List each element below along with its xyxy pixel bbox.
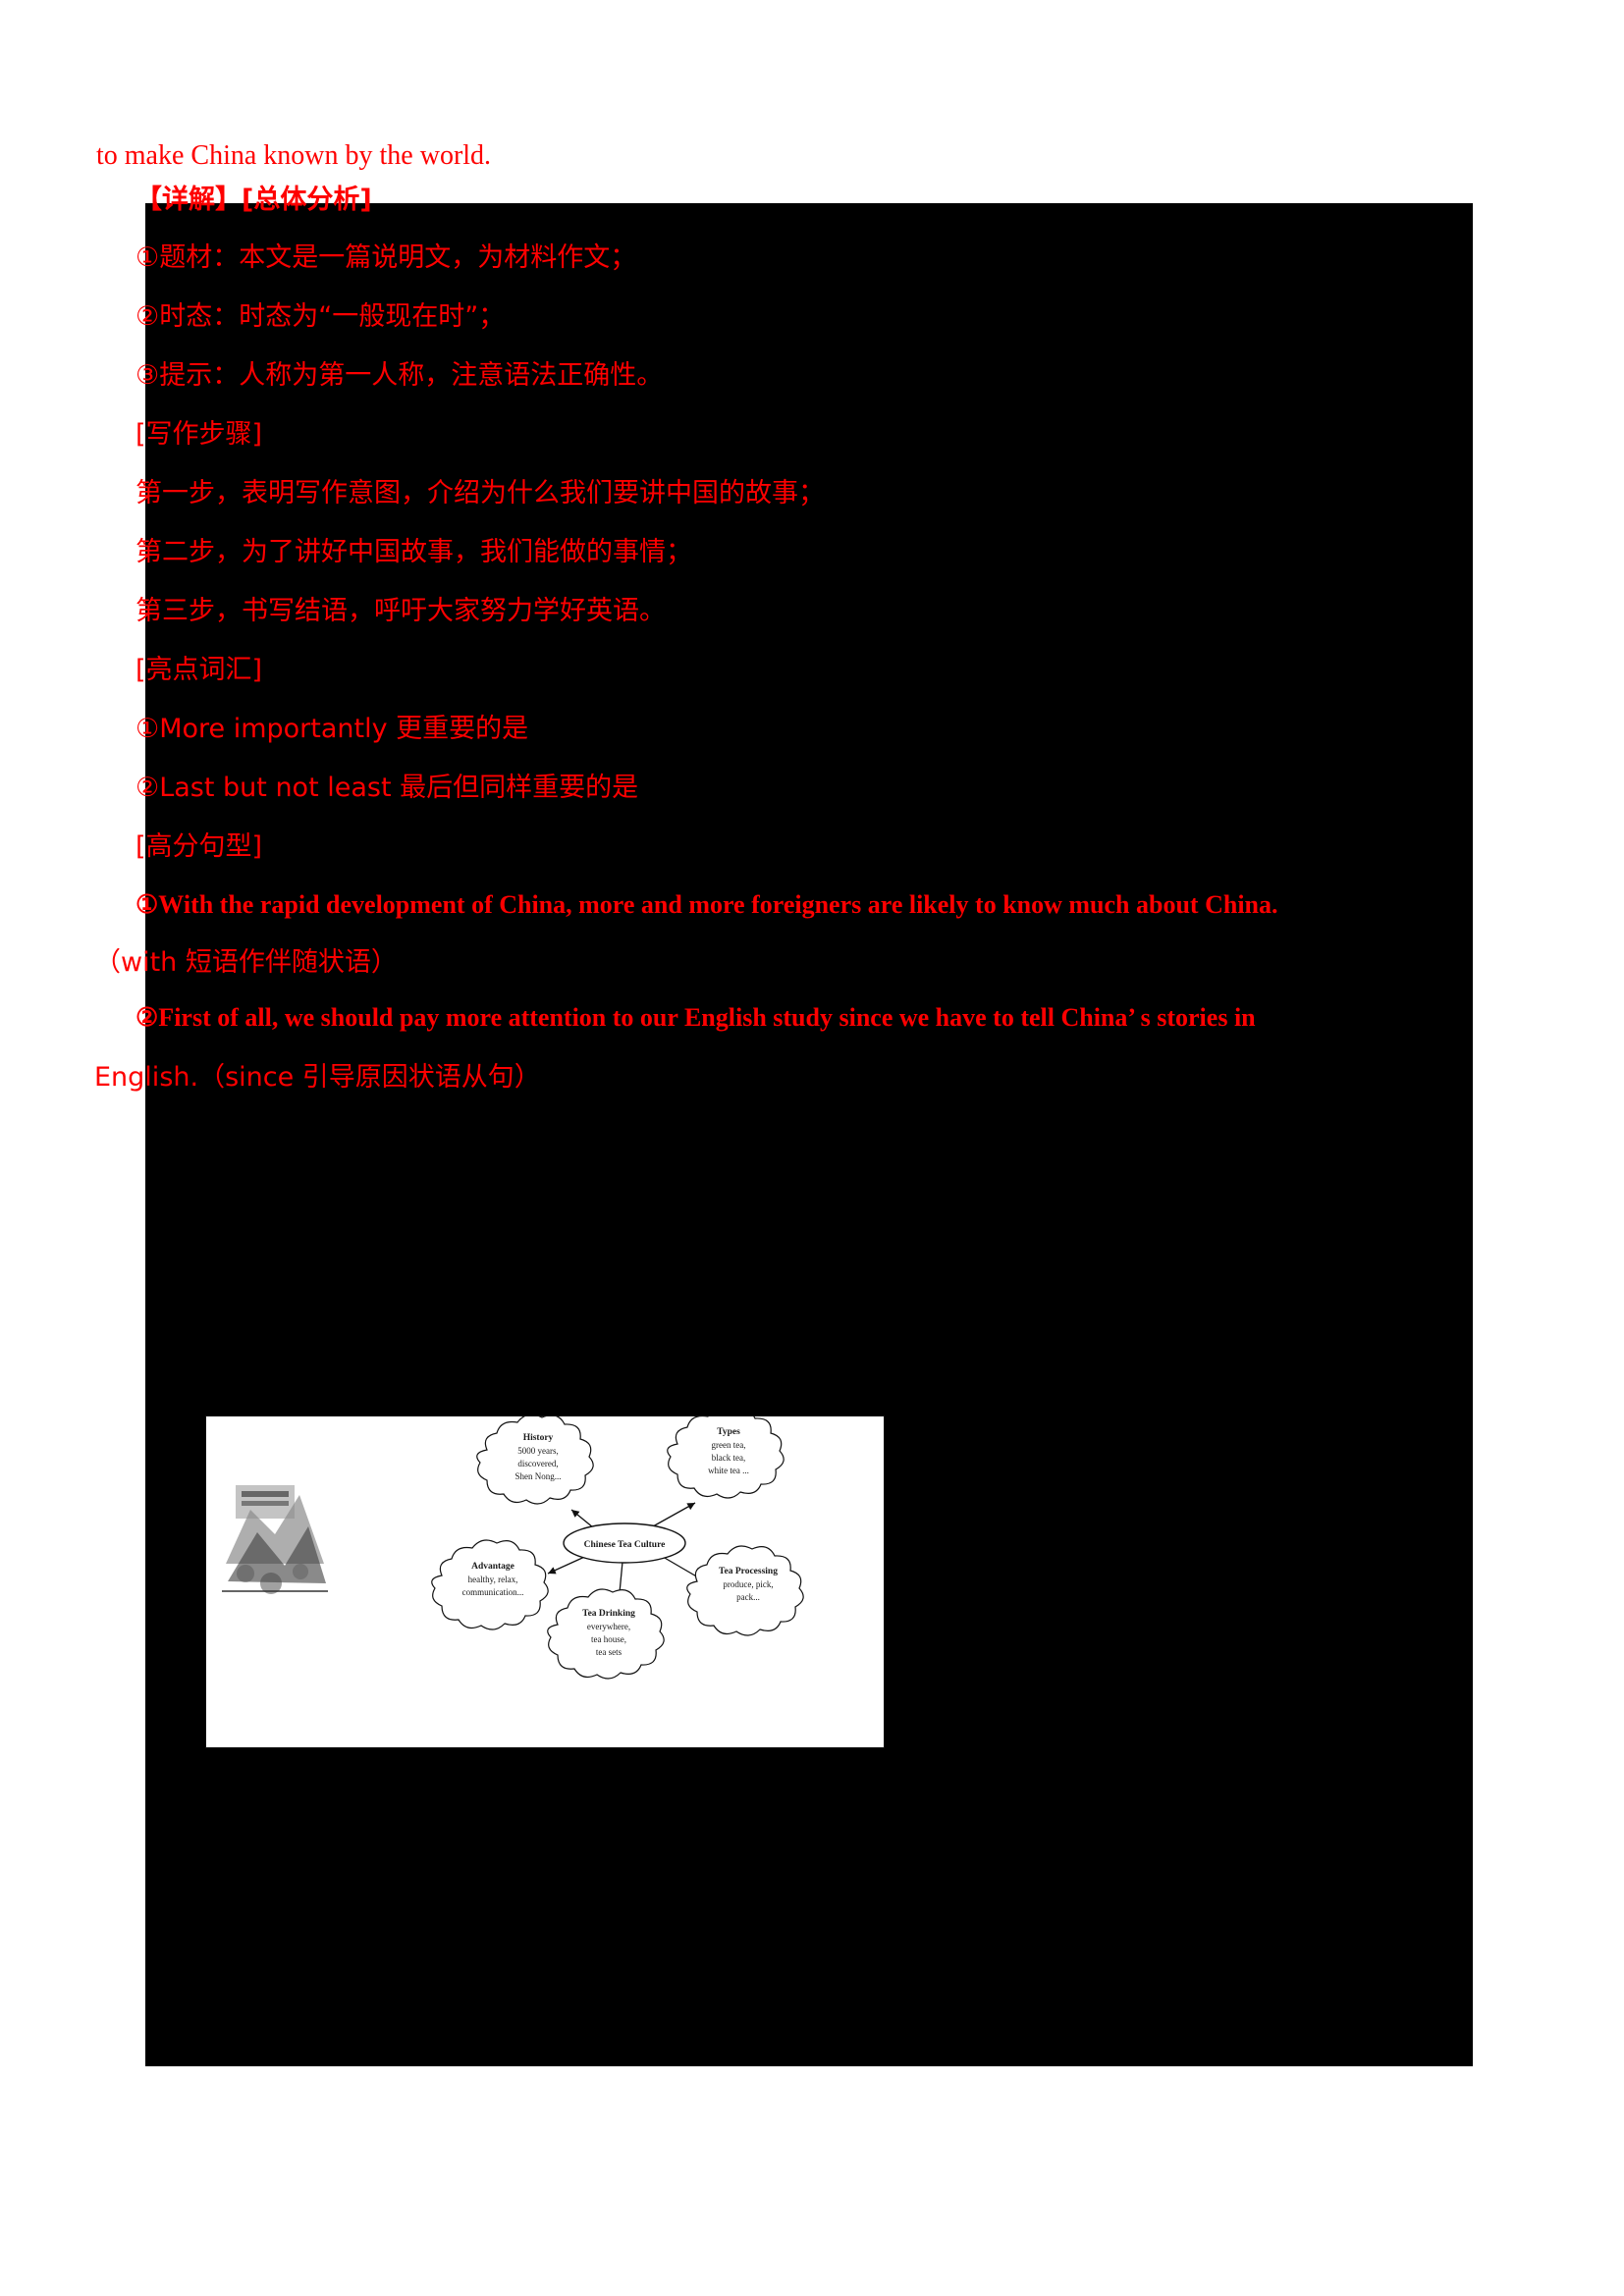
processing-line-1: produce, pick, (723, 1579, 773, 1589)
history-title: History (523, 1433, 554, 1443)
types-line-1: green tea, (712, 1440, 746, 1450)
mind-map-node-history: History 5000 years, discovered, Shen Non… (476, 1416, 594, 1505)
answer-line-2-detail-heading: 【详解】[总体分析] (135, 185, 372, 215)
mind-map-node-advantage: Advantage healthy, relax, communication.… (431, 1539, 549, 1630)
answer-line-1: to make China known by the world. (96, 140, 492, 171)
advantage-line-1: healthy, relax, (468, 1575, 518, 1584)
types-line-3: white tea ... (708, 1466, 749, 1475)
history-line-2: discovered, (517, 1459, 558, 1468)
types-line-2: black tea, (712, 1453, 745, 1463)
tea-photo-thumbnail (220, 1475, 328, 1594)
history-line-1: 5000 years, (517, 1446, 559, 1456)
processing-title: Tea Processing (719, 1567, 778, 1576)
processing-line-2: pack... (736, 1592, 760, 1602)
answer-line-4-tense: ②时态：时态为“一般现在时”； (135, 301, 506, 332)
drinking-title: Tea Drinking (582, 1609, 635, 1619)
answer-line-3-topic: ①题材：本文是一篇说明文，为材料作文； (135, 242, 637, 273)
advantage-title: Advantage (471, 1562, 514, 1572)
inverted-content-block: to make China known by the world. 【详解】[总… (94, 142, 1473, 2066)
chinese-tea-culture-mind-map: Chinese Tea Culture History 5000 years, … (205, 1415, 885, 1748)
mind-map-center-node: Chinese Tea Culture (563, 1522, 686, 1564)
answer-line-8-step-two: 第二步，为了讲好中国故事，我们能做的事情； (135, 537, 692, 567)
answer-line-12-vocab-two: ②Last but not least 最后但同样重要的是 (135, 773, 639, 803)
answer-line-7-step-one: 第一步，表明写作意图，介绍为什么我们要讲中国的故事； (135, 478, 825, 508)
answer-line-17-sentence-two-note: English.（since 引导原因状语从句） (94, 1062, 541, 1093)
drinking-line-2: tea house, (591, 1634, 626, 1644)
history-line-3: Shen Nong... (515, 1471, 562, 1481)
drinking-line-1: everywhere, (587, 1622, 630, 1631)
answer-line-6-steps-heading: [写作步骤] (135, 419, 263, 450)
mind-map-node-processing: Tea Processing produce, pick, pack... (686, 1545, 804, 1636)
answer-line-11-vocab-one: ①More importantly 更重要的是 (135, 714, 529, 744)
types-title: Types (717, 1427, 740, 1437)
answer-line-5-hint: ③提示：人称为第一人称，注意语法正确性。 (135, 360, 664, 391)
answer-line-9-step-three: 第三步，书写结语，呼吁大家努力学好英语。 (135, 596, 666, 626)
answer-line-14-sentence-one: ①With the rapid development of China, mo… (135, 890, 1278, 919)
mind-map-node-drinking: Tea Drinking everywhere, tea house, tea … (547, 1588, 665, 1680)
answer-line-16-sentence-two: ②First of all, we should pay more attent… (135, 1003, 1256, 1032)
answer-line-13-sentence-heading: [高分句型] (135, 831, 263, 862)
answer-line-15-sentence-one-note: （with 短语作伴随状语） (94, 947, 398, 978)
advantage-line-2: communication... (462, 1587, 524, 1597)
mind-map-node-types: Types green tea, black tea, white tea ..… (667, 1416, 785, 1499)
drinking-line-3: tea sets (596, 1647, 623, 1657)
center-node-label: Chinese Tea Culture (584, 1540, 666, 1550)
answer-line-10-vocab-heading: [亮点词汇] (135, 655, 263, 685)
